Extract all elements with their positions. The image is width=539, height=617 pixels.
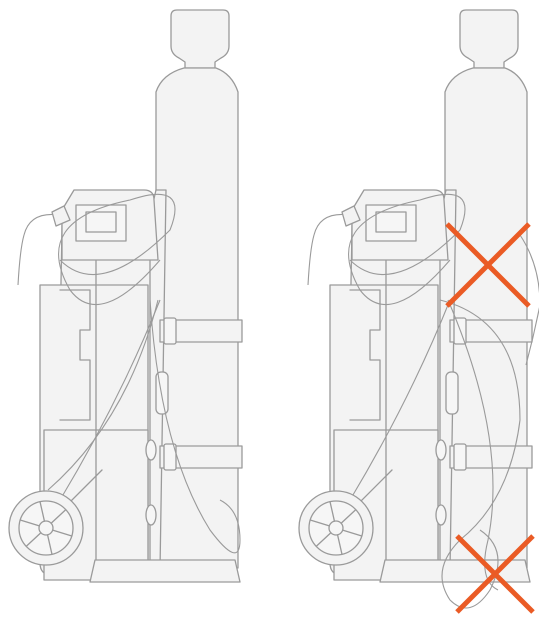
frame-slot (436, 440, 446, 460)
torch-neck (18, 214, 60, 285)
incorrect-hose-routing (299, 10, 539, 608)
cart-base-plate (90, 560, 240, 582)
frame-slot (436, 505, 446, 525)
handle-grip (376, 212, 406, 232)
correct-hose-routing (9, 10, 242, 582)
torch-neck (308, 214, 350, 285)
strap-buckle (454, 444, 466, 470)
handle-grip (86, 212, 116, 232)
frame-slot (146, 440, 156, 460)
strap-buckle (164, 318, 176, 344)
frame-slot (146, 505, 156, 525)
side-hook (156, 372, 168, 414)
cylinder-valve-cap (460, 10, 518, 68)
cylinder-valve-cap (171, 10, 229, 68)
side-hook (446, 372, 458, 414)
